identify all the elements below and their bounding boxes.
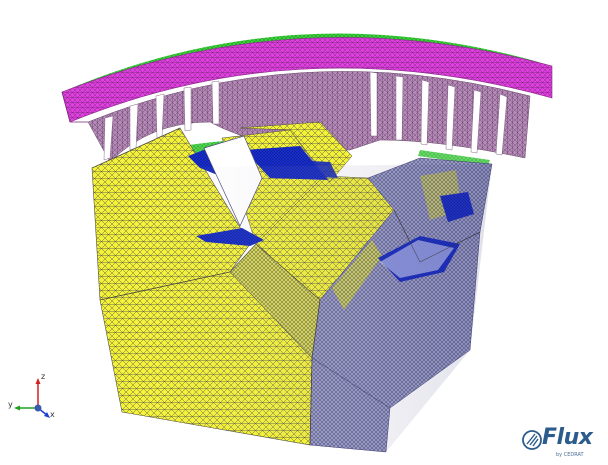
flux-logo-text: Flux — [542, 425, 593, 450]
axis-x-label: x — [50, 410, 55, 419]
axis-z-label: z — [41, 372, 46, 381]
axis-triad: z y x — [8, 370, 58, 425]
rotor-part[interactable] — [91, 121, 493, 453]
flux-logo-tagline: by CEDRAT — [556, 452, 584, 458]
axis-y-label: y — [8, 400, 13, 409]
axis-triad-icon — [14, 378, 50, 418]
flux-logo: Flux by CEDRAT — [521, 423, 607, 463]
flux-logo-icon — [522, 430, 542, 450]
